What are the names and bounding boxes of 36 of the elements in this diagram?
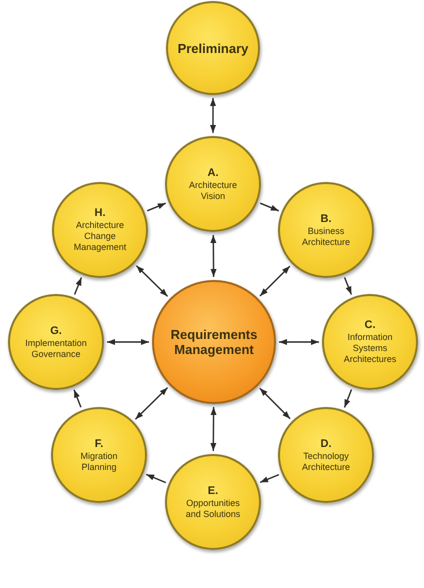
phase-title: Architecture Change Management — [72, 220, 128, 253]
phase-letter: B. — [320, 212, 332, 226]
double-arrow — [210, 98, 216, 133]
phase-title: Opportunities and Solutions — [185, 498, 241, 520]
arrow — [73, 389, 82, 408]
phase-name: Preliminary — [178, 40, 248, 56]
arrow — [260, 202, 280, 212]
phase-letter: D. — [320, 438, 332, 450]
arrow — [344, 389, 352, 408]
phase-letter: C. — [364, 319, 376, 332]
phase-title: Architecture Vision — [188, 180, 238, 202]
phase-letter: H. — [94, 207, 106, 220]
phase-letter: G. — [50, 324, 62, 338]
phase-title: Migration Planning — [79, 450, 118, 472]
phase-letter: F. — [94, 438, 104, 450]
double-arrow — [279, 339, 319, 345]
arrow — [146, 202, 166, 212]
phase-title: Business Architecture — [300, 226, 352, 248]
arrow — [146, 474, 166, 484]
double-arrow — [107, 339, 149, 345]
phase-title: Implementation Governance — [24, 338, 88, 360]
double-arrow — [134, 387, 168, 420]
phase-title: Information Systems Architectures — [342, 332, 398, 365]
double-arrow — [260, 266, 290, 296]
double-arrow — [136, 265, 168, 297]
double-arrow — [259, 388, 291, 420]
arrow — [344, 277, 352, 295]
phase-letter: A. — [208, 166, 218, 180]
phase-letter: E. — [208, 484, 218, 498]
center-label: Requirements Management — [170, 327, 258, 357]
double-arrow — [210, 407, 217, 451]
phase-circle — [278, 182, 374, 278]
arrow — [74, 277, 82, 295]
arrow — [260, 474, 280, 484]
phase-title: Technology Architecture — [300, 450, 352, 472]
double-arrow — [210, 235, 217, 277]
